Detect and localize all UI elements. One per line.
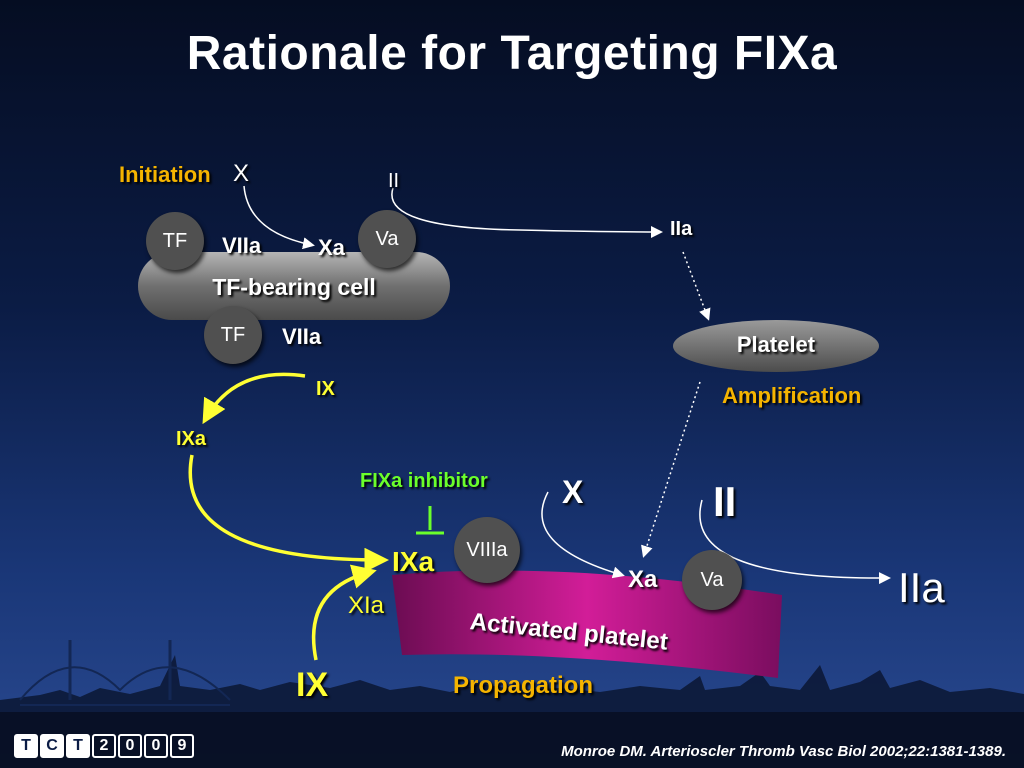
logo-letter: T xyxy=(14,734,38,758)
factor-iia-top: IIa xyxy=(670,218,693,240)
factor-iia-bottom: IIa xyxy=(898,564,945,611)
citation: Monroe DM. Arterioscler Thromb Vasc Biol… xyxy=(561,743,1006,760)
logo-letter: T xyxy=(66,734,90,758)
factor-x-bottom: X xyxy=(562,474,584,510)
fixa-inhibitor-label: FIXa inhibitor xyxy=(360,470,488,492)
activated-platelet-shape xyxy=(392,570,782,678)
factor-ii-top: II xyxy=(388,170,400,192)
page-title: Rationale for Targeting FIXa xyxy=(186,27,838,80)
logo-digit: 0 xyxy=(118,734,142,758)
factor-xa-top: Xa xyxy=(318,235,345,260)
factor-viia-bottom: VIIa xyxy=(282,324,322,349)
amplification-label: Amplification xyxy=(722,383,862,408)
viiia-circle: VIIIa xyxy=(454,517,520,583)
platelet-shape xyxy=(673,320,879,372)
logo-digit: 9 xyxy=(170,734,194,758)
tf-circle-bottom: TF xyxy=(204,306,262,364)
logo-letter: C xyxy=(40,734,64,758)
factor-ixa-mid: IXa xyxy=(176,428,207,450)
factor-viia-top: VIIa xyxy=(222,233,262,258)
propagation-label: Propagation xyxy=(453,672,594,699)
factor-xa-bottom: Xa xyxy=(628,566,658,593)
factor-xia: XIa xyxy=(348,592,385,619)
tct-2009-logo: T C T 2 0 0 9 xyxy=(14,734,194,758)
factor-x-top: X xyxy=(233,160,250,187)
factor-ix-bottom: IX xyxy=(296,666,329,704)
tf-circle-top: TF xyxy=(146,212,204,270)
tf-bearing-cell-shape xyxy=(138,252,450,320)
factor-ixa-main: IXa xyxy=(392,546,435,577)
platelet-label: Platelet xyxy=(736,332,816,357)
logo-digit: 2 xyxy=(92,734,116,758)
va-circle-bottom: Va xyxy=(682,550,742,610)
logo-digit: 0 xyxy=(144,734,168,758)
va-circle-top: Va xyxy=(358,210,416,268)
tf-bearing-cell-label: TF-bearing cell xyxy=(212,274,376,300)
initiation-label: Initiation xyxy=(119,162,211,187)
factor-ii-bottom: II xyxy=(713,478,737,525)
factor-ix-mid: IX xyxy=(316,378,335,400)
